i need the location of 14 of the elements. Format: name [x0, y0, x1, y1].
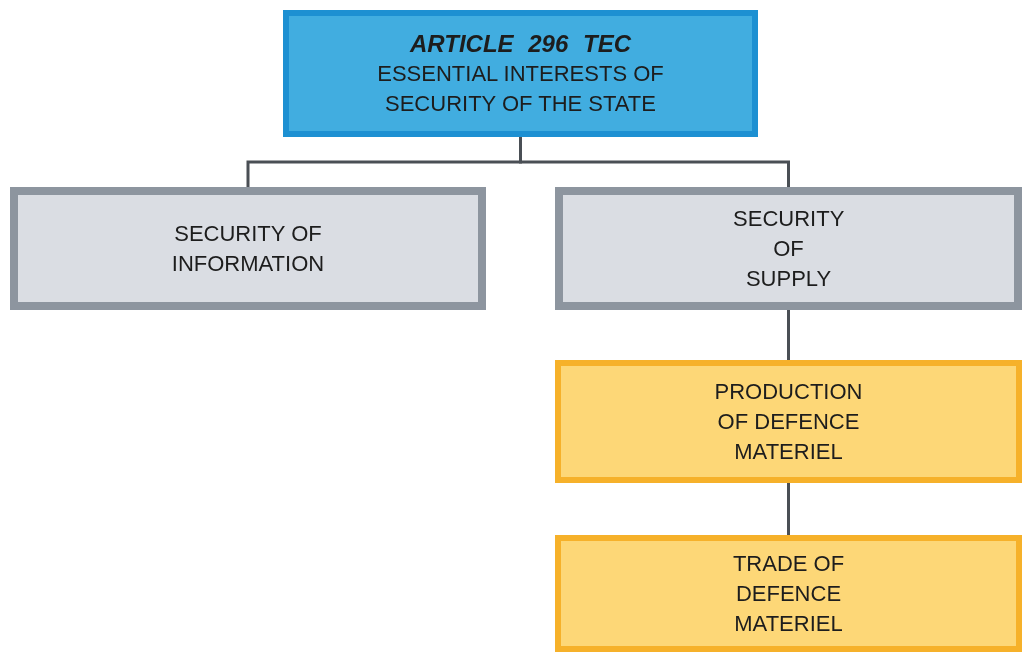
category-box — [555, 535, 1022, 652]
box-label: ESSENTIAL INTERESTS OF SECURITY OF THE STATE — [376, 59, 665, 118]
category-box — [555, 187, 1022, 310]
box-label: PRODUCTION OF DEFENCE MATERIEL — [713, 377, 864, 466]
category-box — [10, 187, 486, 310]
article-title: ARTICLE 296 TEC — [410, 28, 631, 59]
box-label: SECURITY OF INFORMATION — [171, 219, 325, 278]
box-label: TRADE OF DEFENCE MATERIEL — [731, 549, 846, 638]
heading-box — [283, 10, 758, 137]
connector-line — [787, 483, 790, 535]
box-label: SECURITY OF SUPPLY — [733, 204, 844, 293]
category-box — [555, 360, 1022, 483]
connector-line — [787, 310, 790, 360]
connector-line — [519, 137, 790, 187]
